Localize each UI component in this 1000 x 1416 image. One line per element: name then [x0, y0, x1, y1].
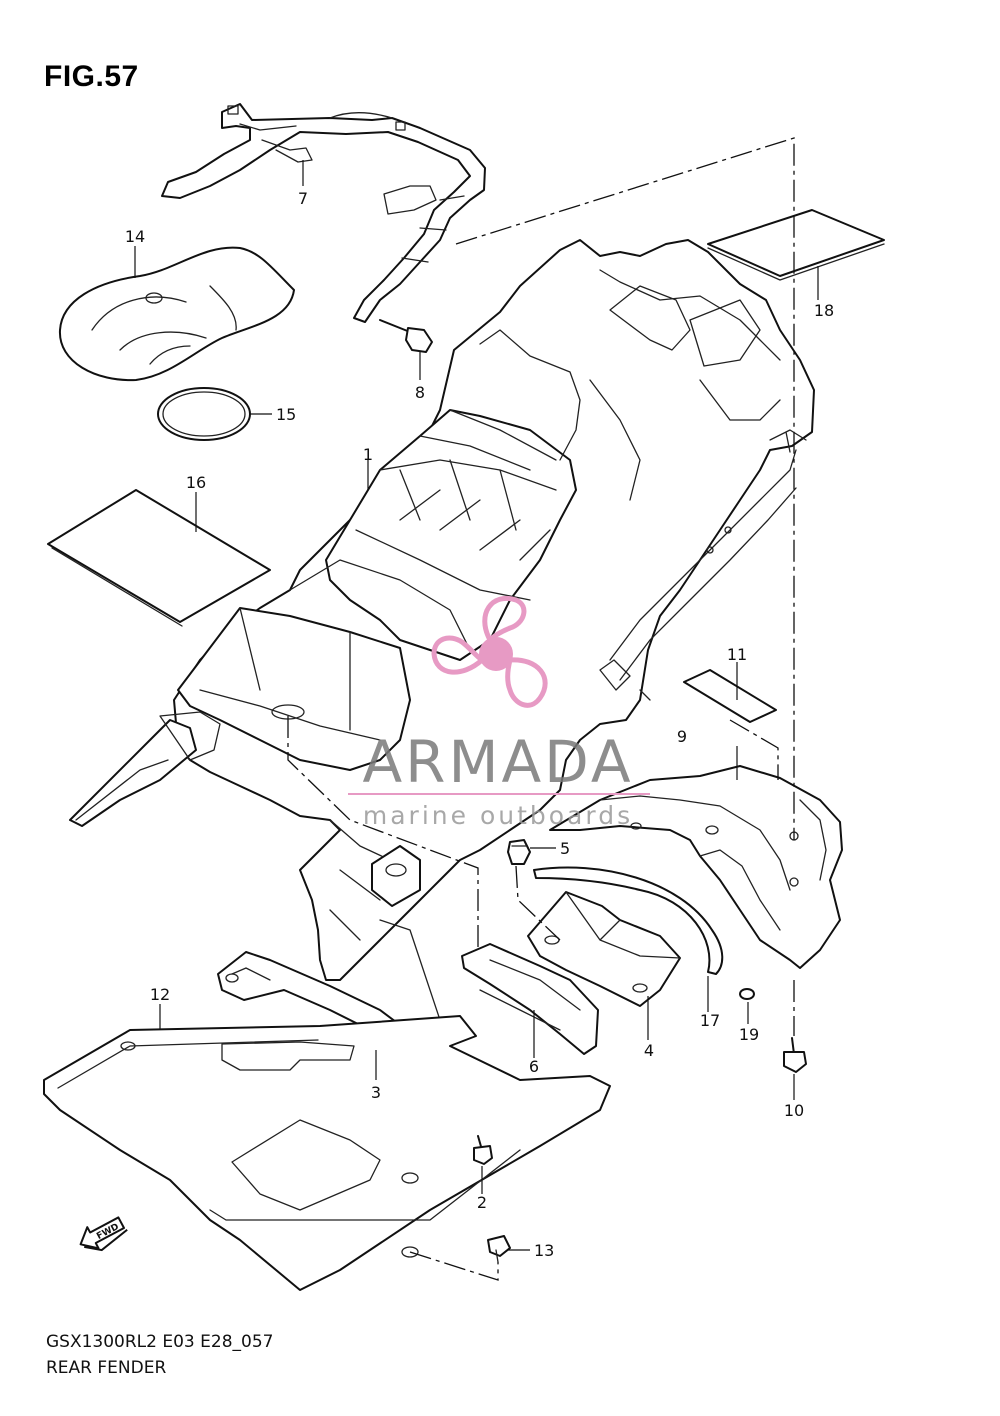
watermark-brand: ARMADA: [362, 728, 633, 796]
callout-7: 7: [298, 189, 308, 208]
assembly-lines: [287, 137, 795, 1281]
part-clip-13: [487, 1235, 511, 1263]
part-bolt-10: [783, 1037, 807, 1073]
part-washer-19: [739, 988, 755, 1000]
callout-3: 3: [371, 1083, 381, 1102]
callout-15: 15: [276, 405, 296, 424]
part-ring-15: [157, 387, 251, 441]
callout-5: 5: [560, 839, 570, 858]
arrow-fwd-icon: FWD: [79, 1216, 128, 1252]
part-strip-17: [533, 866, 724, 975]
part-bolt-8: [379, 319, 433, 353]
part-sheet-16: [47, 489, 271, 627]
figure-title: FIG.57: [44, 60, 139, 93]
watermark: ARMADA marine outboards: [348, 595, 650, 830]
callout-9: 9: [677, 727, 687, 746]
section-name: REAR FENDER: [46, 1358, 167, 1378]
callout-labels: 1 2 3 4 5 6 7 8 9 10 11 12 13 14 15 16 1…: [125, 189, 834, 1260]
propeller-logo: [431, 595, 548, 708]
watermark-tagline: marine outboards: [363, 801, 633, 830]
callout-17: 17: [700, 1011, 720, 1030]
part-bolt-2: [473, 1135, 493, 1165]
callout-19: 19: [739, 1025, 759, 1044]
callout-16: 16: [186, 473, 206, 492]
part-rear-fender: [69, 239, 815, 981]
part-inner-fender-9: [549, 765, 843, 969]
callout-11: 11: [727, 645, 747, 664]
part-strip-11: [683, 669, 777, 723]
callout-8: 8: [415, 383, 425, 402]
callout-4: 4: [644, 1041, 654, 1060]
part-bracket-6: [461, 943, 599, 1055]
callout-18: 18: [814, 301, 834, 320]
direction-badge: FWD: [79, 1216, 128, 1252]
part-plate-12: [43, 1015, 611, 1291]
callout-14: 14: [125, 227, 145, 246]
callout-2: 2: [477, 1193, 487, 1212]
model-code: GSX1300RL2 E03 E28_057: [46, 1332, 274, 1352]
part-bracket-4: [527, 891, 681, 1007]
leader-lines: [134, 160, 819, 1251]
callout-12: 12: [150, 985, 170, 1004]
callout-1: 1: [363, 445, 373, 464]
part-clip-5: [507, 839, 531, 865]
callout-10: 10: [784, 1101, 804, 1120]
part-grab-rail: [161, 103, 486, 323]
callout-13: 13: [534, 1241, 554, 1260]
part-sheet-18: [707, 209, 885, 281]
part-cover-14: [58, 246, 295, 382]
callout-6: 6: [529, 1057, 539, 1076]
